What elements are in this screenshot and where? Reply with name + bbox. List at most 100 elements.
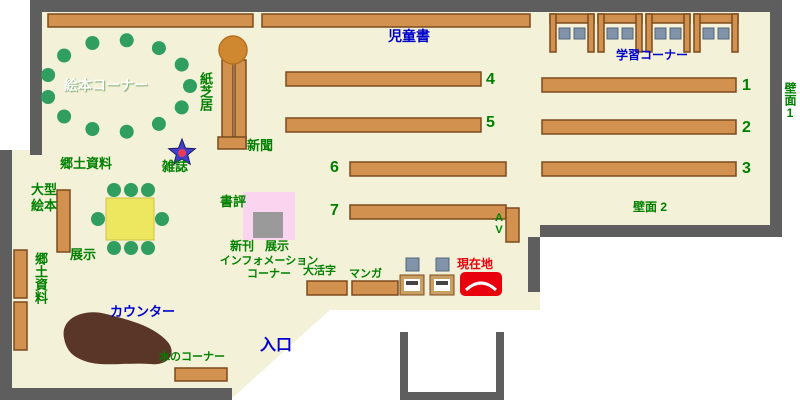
shelf-number-3: 3 [742,160,751,177]
round-table [218,35,248,65]
carrel-chair [606,27,619,40]
study-carrels [549,13,739,53]
stool [174,100,189,115]
bookshelves [13,13,737,382]
stairwell [400,332,504,400]
stairwell-wall [496,332,504,400]
shelf-row-2 [541,119,737,135]
label-counter: カウンター [110,304,176,319]
reading-table-group [91,183,169,255]
shelf-mizu-corner [174,367,228,382]
label-ogata-ehon: 大型 絵本 [30,182,57,213]
shelf-number-2: 2 [742,119,751,136]
shelf-top-center [261,13,531,28]
carrel-chair [669,27,682,40]
stool [141,183,155,197]
wall-segment [770,0,782,237]
search-terminals [399,257,455,296]
study-carrel [549,13,595,53]
label-av: AV [493,212,505,236]
label-hekimen-2: 壁面 2 [633,200,668,214]
label-shinbun: 新聞 [247,138,274,153]
stool [41,68,56,82]
terminal-slot [436,281,448,285]
shelf-row-1 [541,77,737,93]
star-center [178,149,186,157]
label-mizu-corner: 水のコーナー [159,351,225,363]
label-kamishibai: 紙芝居 [198,72,213,111]
wall-segment [30,0,782,12]
study-carrel [597,13,643,53]
carrel-chair [654,27,667,40]
study-carrel [645,13,691,53]
stool [151,116,166,131]
shelf-number-4: 4 [486,71,495,88]
carrel-chair [558,27,571,40]
shelf-top-west [47,13,254,28]
shelf-row-7 [349,204,507,220]
label-shinkan: 新刊 [230,239,255,253]
counter-desk [63,312,172,365]
label-jidosho: 児童書 [388,28,430,44]
label-tenji-display: 展示 [265,239,290,253]
carrel-chair [717,27,730,40]
shelf-shinbun [217,136,247,150]
carrel-chair [702,27,715,40]
carrel-partition [597,13,605,53]
terminal-slot [406,281,418,285]
terminal-chair [435,257,450,272]
display-stand [243,192,295,240]
stool [183,79,197,93]
carrel-chair [573,27,586,40]
stool [151,41,166,56]
shelf-row-6 [349,161,507,177]
current-location-marker [460,272,502,296]
shelf-number-6: 6 [330,159,339,176]
stairwell-wall [400,332,408,400]
carrel-partition [683,13,691,53]
display-stand-box [253,212,283,238]
shelf-number-7: 7 [330,202,339,219]
wall-segment [528,237,540,292]
study-carrel [693,13,739,53]
carrel-partition [549,13,557,53]
shelf-row-5 [285,117,482,133]
stool [141,241,155,255]
shelf-row-4 [285,71,482,87]
stairwell-wall [400,392,504,400]
shelf-kyodo-b [13,301,28,351]
stool [85,122,100,136]
walls [0,0,782,400]
label-kyodo-shiryo-upper: 郷土資料 [60,156,113,171]
stool [57,109,72,124]
carrel-partition [693,13,701,53]
carrel-partition [645,13,653,53]
stool [119,124,134,139]
stool [124,183,138,197]
stool [119,33,134,48]
carrel-partition [731,13,739,53]
label-information-corner: インフォメーション コーナー [219,255,319,281]
carrel-chair [621,27,634,40]
shelf-manga [351,280,399,296]
shelf-number-1: 1 [742,77,751,94]
wall-segment [0,388,232,400]
stool [107,241,121,255]
current-location-arc [464,281,498,292]
label-hekimen-1: 壁面1 [783,82,797,120]
label-gakushu-corner: 学習コーナー [616,48,689,62]
label-kyodo-shiryo-left: 郷土資料 [33,252,48,304]
shelf-row-3 [541,161,737,177]
shelf-daikatsuji [306,280,348,296]
picture-book-corner-stool-ring [41,33,197,139]
shelf-ogata-ehon [56,189,71,253]
label-entrance: 入口 [260,337,293,354]
stool [107,183,121,197]
shelf-number-5: 5 [486,114,495,131]
shelf-kamishibai-a [221,59,234,149]
search-terminal [399,257,425,296]
terminal-chair [405,257,420,272]
stool [91,212,105,226]
label-ehon-corner: 絵本コーナー [64,77,148,93]
